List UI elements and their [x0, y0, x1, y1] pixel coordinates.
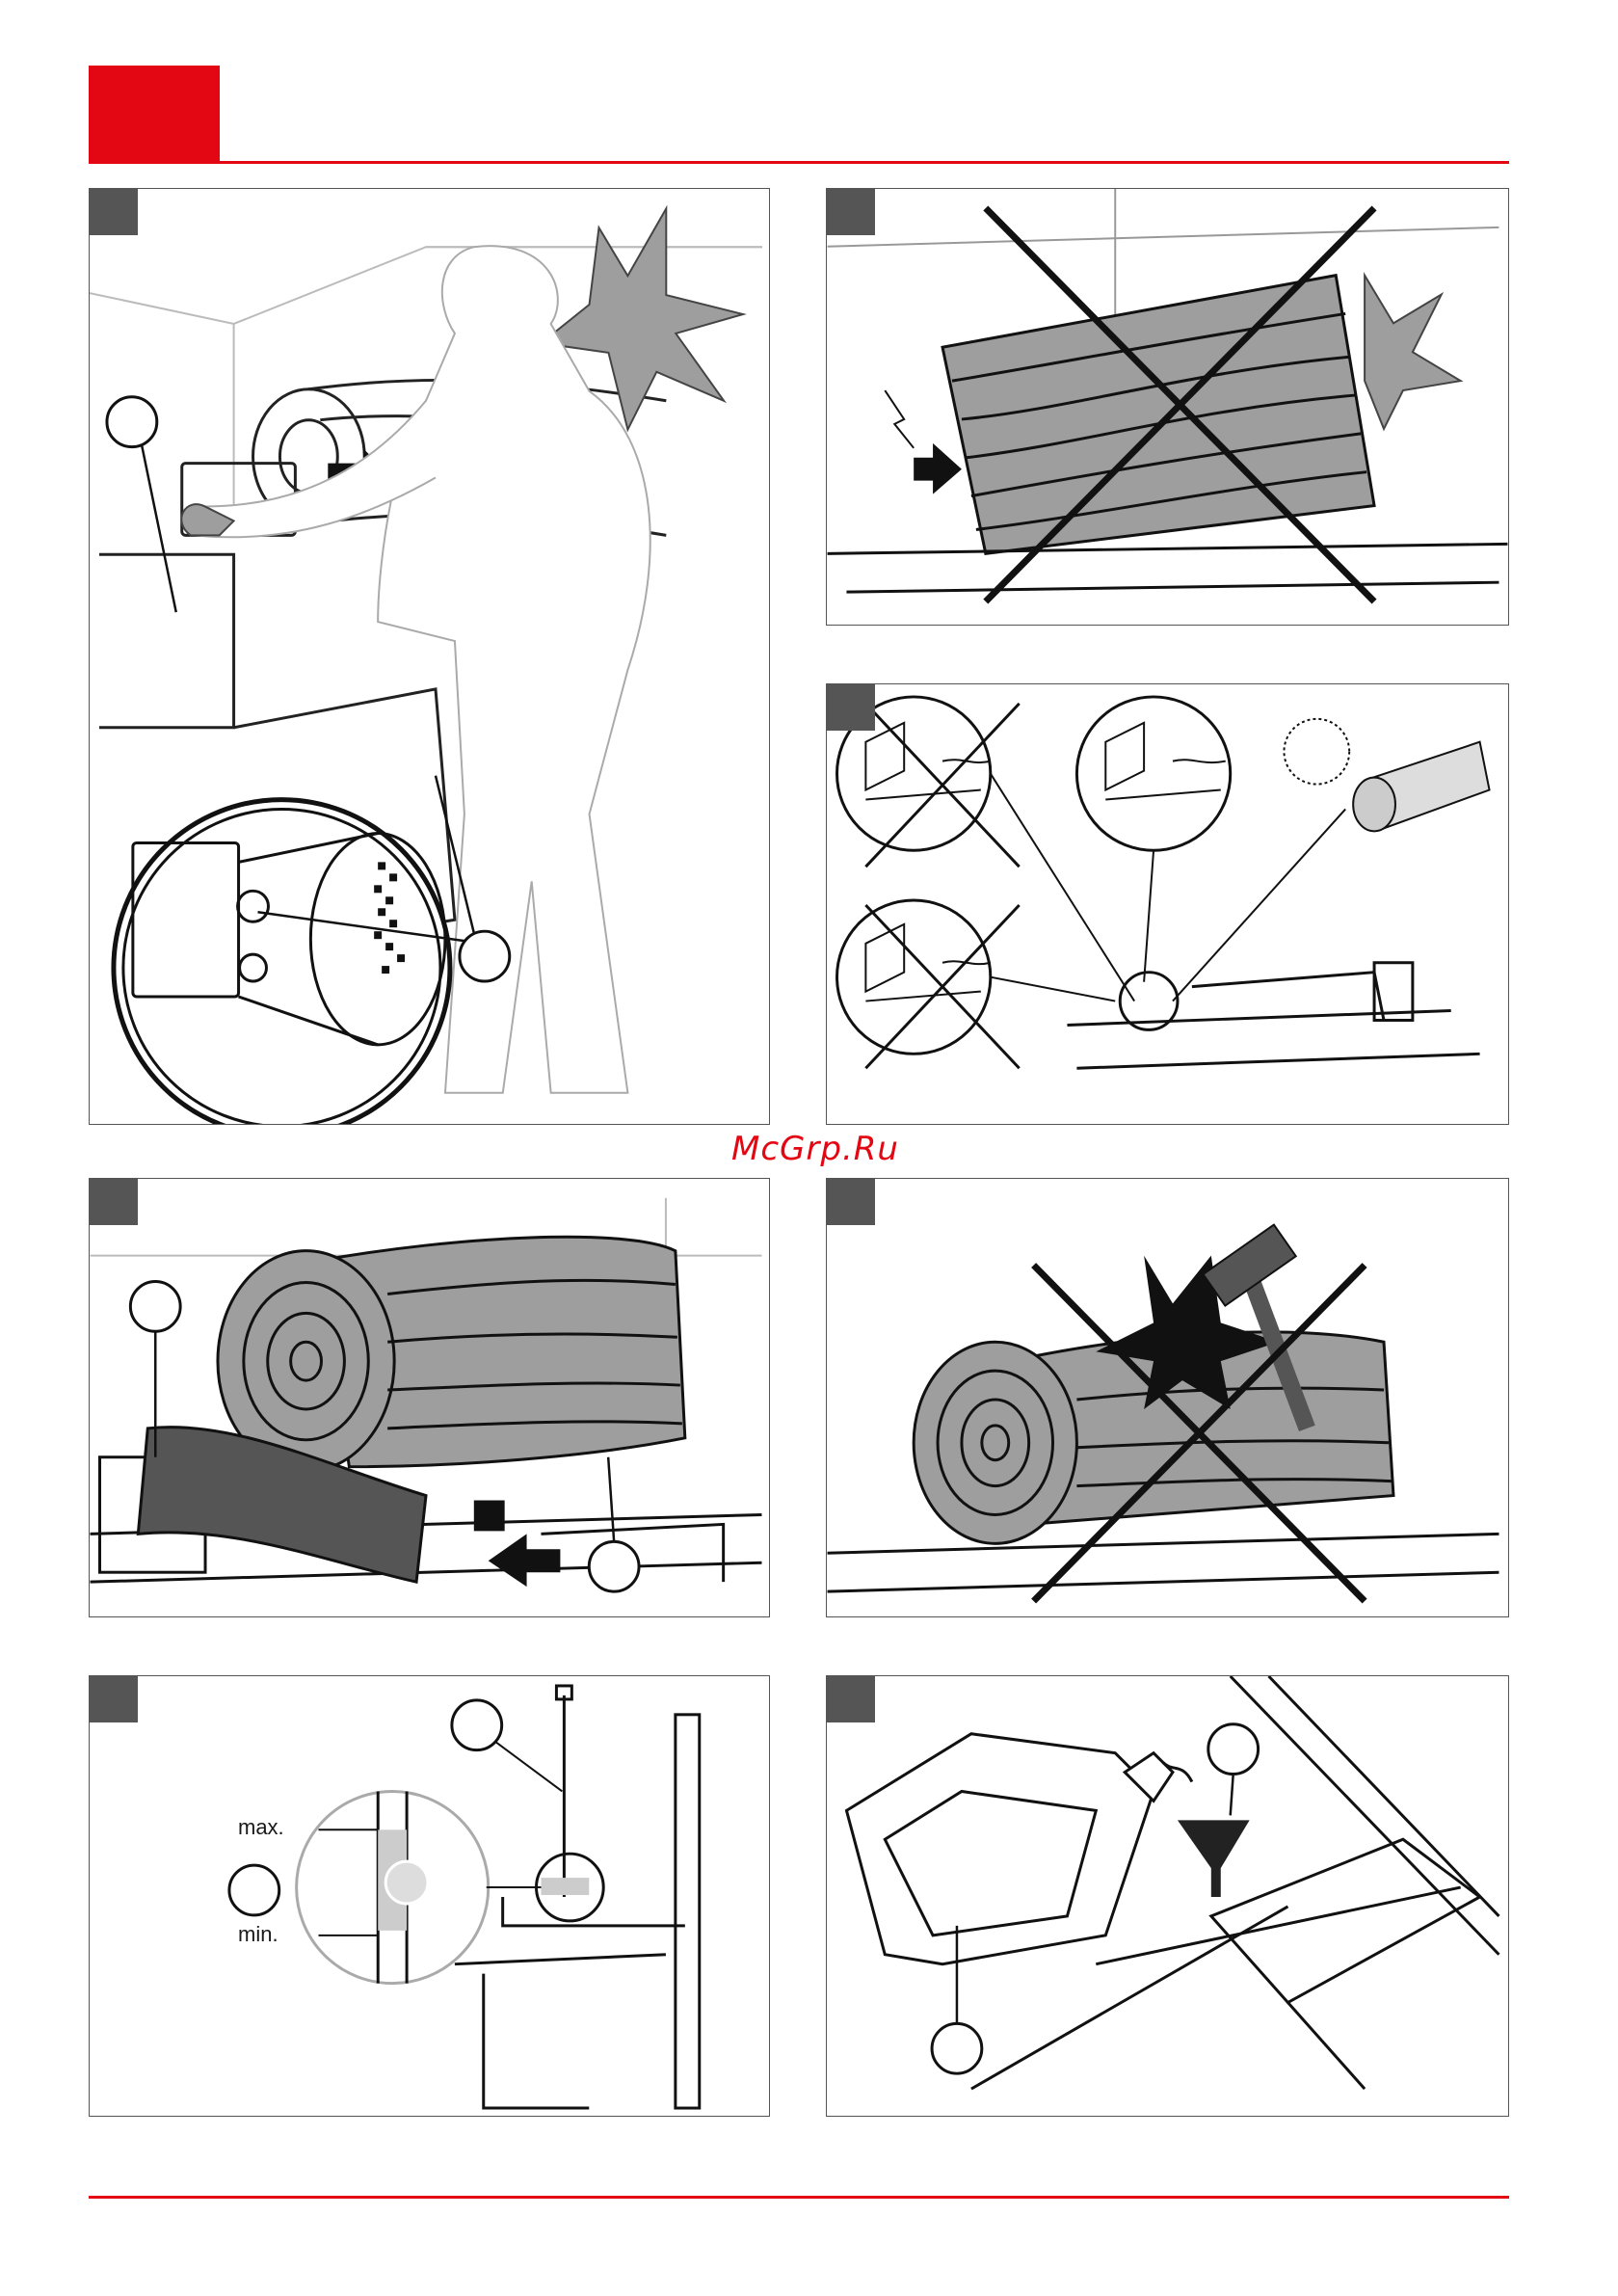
impact-burst-icon — [1365, 276, 1461, 429]
panel-log-jam-warning: 380" width="230" height="40"/> — [826, 188, 1509, 626]
panel-no-hammer-warning — [826, 1178, 1509, 1617]
panel-number-tag — [827, 189, 875, 235]
arrow-left-icon — [489, 1534, 561, 1587]
funnel-icon — [1178, 1820, 1250, 1897]
panel-number-tag — [90, 1676, 138, 1722]
illustration-start-motor — [90, 189, 769, 1124]
panel-log-load — [89, 1178, 770, 1617]
illustration-oil-dipstick — [90, 1676, 769, 2116]
illustration-log-jam: 380" width="230" height="40"/> — [827, 189, 1508, 625]
panel-oil-level-check: max. min. — [89, 1675, 770, 2117]
oil-canister-icon — [846, 1734, 1173, 1964]
watermark-text: McGrp.Ru — [719, 1130, 912, 1168]
panel-number-tag — [827, 1179, 875, 1225]
header-rule — [89, 161, 1509, 164]
panel-number-tag — [827, 684, 875, 731]
illustration-oil-refill — [827, 1676, 1508, 2116]
illustration-log-load — [90, 1179, 769, 1616]
illustration-cut-position — [827, 684, 1508, 1124]
arrow-right-icon — [914, 443, 962, 494]
illustration-no-hammer — [827, 1179, 1508, 1616]
saw-blade-icon — [1284, 719, 1349, 785]
panel-start-motor — [89, 188, 770, 1125]
oil-max-label: max. — [238, 1815, 284, 1840]
panel-number-tag — [90, 189, 138, 235]
chapter-color-block — [89, 66, 220, 163]
footer-rule — [89, 2196, 1509, 2199]
oil-min-label: min. — [238, 1922, 279, 1947]
panel-oil-refill — [826, 1675, 1509, 2117]
panel-number-tag — [90, 1179, 138, 1225]
panel-log-cut-position — [826, 683, 1509, 1125]
panel-number-tag — [827, 1676, 875, 1722]
